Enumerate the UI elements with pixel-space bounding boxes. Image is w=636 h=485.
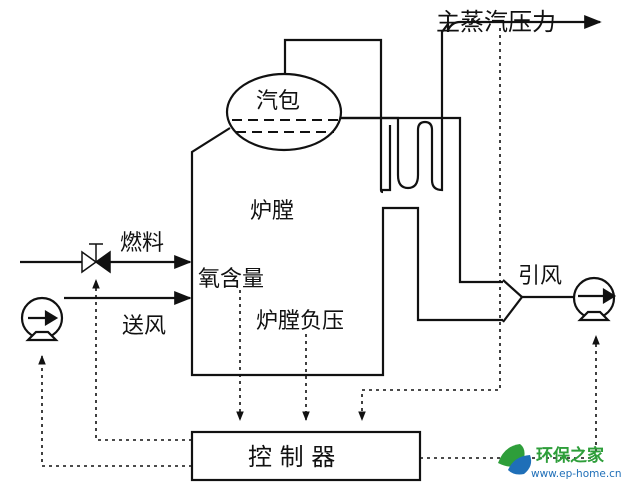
superheater-coil-inner — [381, 125, 392, 192]
induced-fan-icon — [572, 276, 617, 322]
watermark-name: 环保之家 — [536, 445, 604, 466]
signal-to-induced-fan — [420, 335, 600, 459]
label-supply-air: 送风 — [122, 314, 166, 339]
signal-to-supply-fan — [38, 355, 192, 467]
label-controller: 控 制 器 — [248, 443, 335, 471]
label-oxygen-content: 氧含量 — [198, 267, 264, 292]
flue-duct — [340, 116, 503, 284]
label-main-steam-pressure: 主蒸汽压力 — [436, 8, 556, 36]
controller-box — [190, 430, 422, 482]
watermark: 环保之家 www.ep-home.cn — [498, 444, 622, 480]
flue-reducer — [502, 279, 524, 323]
fuel-valve[interactable] — [81, 243, 111, 274]
label-induced-draft: 引风 — [518, 264, 562, 289]
main-steam-arrow — [447, 14, 602, 31]
signal-to-valve — [92, 279, 192, 441]
label-fuel: 燃料 — [120, 231, 164, 256]
label-furnace-negative-pressure: 炉膛负压 — [256, 309, 344, 334]
watermark-logo-icon — [498, 444, 532, 475]
label-furnace: 炉膛 — [250, 199, 294, 224]
superheater-coil — [340, 23, 449, 192]
watermark-url: www.ep-home.cn — [531, 468, 622, 480]
label-drum: 汽包 — [256, 89, 300, 114]
supply-fan-icon — [20, 296, 64, 342]
furnace-body — [190, 127, 503, 377]
